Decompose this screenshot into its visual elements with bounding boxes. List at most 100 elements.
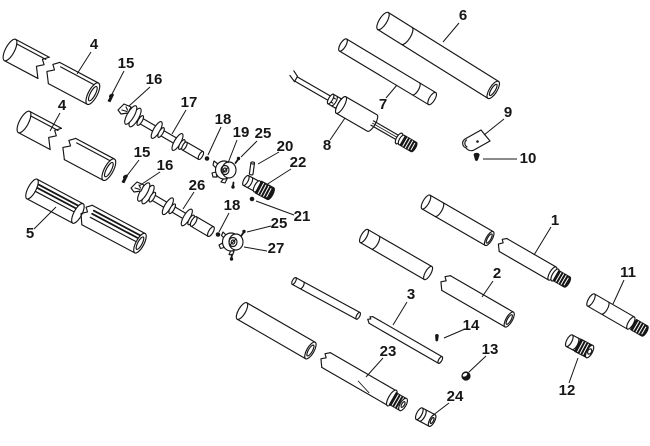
part-12-socket-plug <box>564 334 595 359</box>
part-15-set-screw-a <box>107 93 114 103</box>
callout-labels: 4 15 16 4 17 18 19 25 20 22 21 15 16 26 … <box>26 7 636 405</box>
callout-22: 22 <box>290 154 307 171</box>
callout-26: 26 <box>189 177 206 194</box>
part-27-hub-bolt-bottom <box>229 253 234 261</box>
leader-12 <box>568 357 579 384</box>
leader-23 <box>365 357 384 378</box>
leader-17 <box>171 109 187 135</box>
part-4-tube-lower-segment-2 <box>62 137 117 182</box>
part-4-tube-upper-segment-1 <box>2 38 50 80</box>
leader-25b <box>246 225 272 233</box>
leader-1 <box>533 226 552 256</box>
callout-24: 24 <box>447 388 464 405</box>
callout-9: 9 <box>504 104 512 121</box>
callout-6: 6 <box>459 7 467 24</box>
callout-11: 11 <box>620 264 636 281</box>
leader-26 <box>182 191 195 210</box>
callout-18a: 18 <box>215 111 232 128</box>
callout-12: 12 <box>559 382 576 399</box>
callout-5: 5 <box>26 225 34 242</box>
part-14-pin <box>435 333 439 342</box>
part-13-nut <box>461 371 471 381</box>
leader-22 <box>265 168 292 186</box>
callout-14: 14 <box>463 317 480 334</box>
leader-20 <box>257 151 280 165</box>
leader-2 <box>481 280 494 298</box>
leader-13 <box>468 355 487 373</box>
leader-3 <box>392 301 408 326</box>
callout-8: 8 <box>323 137 331 154</box>
part-4-tube-upper-segment-2 <box>46 61 101 106</box>
part-17-collared-shaft <box>124 105 205 161</box>
leader-15b <box>125 159 140 178</box>
tube-segment-upper-right <box>420 194 495 247</box>
part-27-flanged-hub <box>218 231 244 256</box>
part-18-ball-a <box>204 156 210 161</box>
part-5-splined-shaft-segment-1 <box>25 178 85 224</box>
callout-17: 17 <box>181 94 198 111</box>
part-23-tube-with-fitting <box>320 352 409 412</box>
callout-2: 2 <box>493 265 501 282</box>
part-3-rod-segment-upper <box>291 276 362 320</box>
part-19-hub-bolt-bottom <box>231 181 235 189</box>
part-19-hub-bolt-top <box>234 156 241 164</box>
part-6-long-tube <box>376 11 501 100</box>
callout-15a: 15 <box>118 55 135 72</box>
callout-1: 1 <box>551 212 559 229</box>
leader-14 <box>443 328 466 339</box>
part-26-collared-shaft <box>137 182 215 238</box>
leader-lines <box>33 22 625 417</box>
leader-18a <box>207 126 222 156</box>
callout-4b: 4 <box>58 97 67 114</box>
leader-18b <box>218 212 230 233</box>
part-11-threaded-rod <box>586 293 649 337</box>
leader-15a <box>110 70 125 97</box>
part-3-rod <box>367 316 444 364</box>
part-10-screw <box>473 152 480 161</box>
callout-4a: 4 <box>90 36 99 53</box>
callout-23: 23 <box>380 343 397 360</box>
part-21-ball <box>249 196 255 202</box>
callout-16a: 16 <box>146 71 163 88</box>
part-27-hub-bolt-top <box>240 229 246 237</box>
leader-7 <box>385 84 398 99</box>
callout-16b: 16 <box>157 157 174 174</box>
part-1-threaded-rod <box>497 237 572 288</box>
leader-27 <box>243 246 268 252</box>
callout-21: 21 <box>294 208 311 225</box>
leader-25a <box>240 140 258 158</box>
part-8-shaft-assembly <box>289 70 418 153</box>
part-7-slender-tube <box>338 38 438 106</box>
callout-7: 7 <box>379 96 387 113</box>
callout-13: 13 <box>482 341 499 358</box>
part-5-splined-shaft-segment-2 <box>80 204 147 254</box>
tube-segment-middle <box>358 228 434 281</box>
callout-3: 3 <box>407 286 415 303</box>
leader-21 <box>255 200 295 216</box>
callout-10: 10 <box>520 150 537 167</box>
part-9-bracket-clip <box>462 129 491 152</box>
part-16-clip-a <box>117 103 132 115</box>
leader-9 <box>483 118 505 136</box>
part-20-pin <box>248 161 256 176</box>
part-22-threaded-plug <box>242 174 275 201</box>
callout-27: 27 <box>268 240 285 257</box>
part-19-flanged-hub <box>211 160 237 184</box>
callout-19: 19 <box>233 124 250 141</box>
leader-5 <box>33 206 57 230</box>
callout-25a: 25 <box>255 125 272 142</box>
callout-25b: 25 <box>271 215 288 232</box>
part-23-tube-segment-upper <box>235 302 317 360</box>
leader-19 <box>227 139 238 164</box>
leader-24 <box>431 402 450 417</box>
leader-4a <box>76 51 92 75</box>
leader-16b <box>138 171 161 187</box>
part-2-tube <box>440 275 515 328</box>
leader-6 <box>442 22 460 43</box>
callout-15b: 15 <box>134 144 151 161</box>
leader-8 <box>329 117 346 141</box>
leader-4b <box>49 112 61 132</box>
leader-16a <box>128 86 151 107</box>
